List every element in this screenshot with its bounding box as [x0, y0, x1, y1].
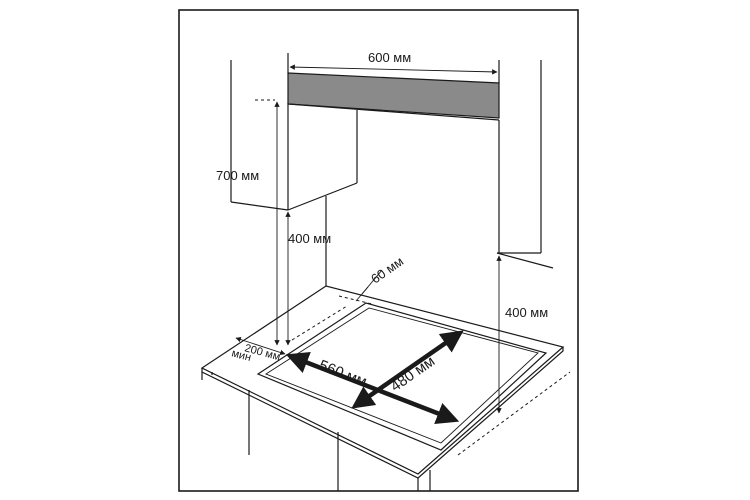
side-min-dashed-line — [291, 305, 348, 341]
back-gap-leader-line — [361, 269, 383, 295]
hood-width-label: 600 мм — [368, 50, 411, 65]
right-clearance-label: 400 мм — [505, 305, 548, 320]
side-min-dimension-line — [235, 336, 286, 356]
side-min-label-line2: мин — [230, 347, 252, 364]
cutout-width-label: 560 мм — [317, 357, 370, 391]
cutout-depth-label: 480 мм — [388, 353, 439, 396]
cabinet-clearance-label: 400 мм — [288, 231, 331, 246]
diagram-frame — [178, 9, 579, 492]
hood-height-label: 700 мм — [216, 168, 259, 183]
worktop — [200, 285, 565, 491]
back-gap-label: 60 мм — [368, 254, 406, 287]
hood-width-dimension-line — [289, 64, 498, 75]
cutout-depth-arrow — [351, 330, 464, 409]
right-side-dashed-line — [457, 371, 571, 456]
right-wall-cabinet — [496, 60, 554, 269]
cooker-hood — [287, 53, 500, 121]
